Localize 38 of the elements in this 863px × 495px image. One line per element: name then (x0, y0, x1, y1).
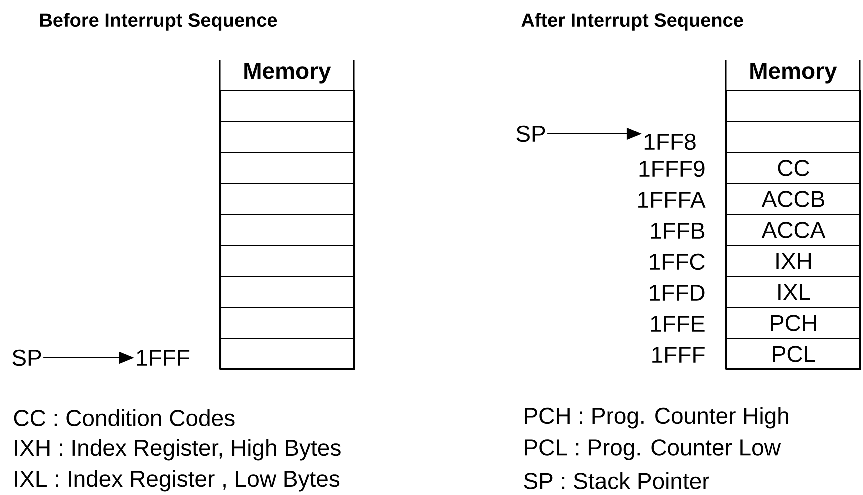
memory-cell (726, 121, 862, 154)
memory-cell: PCL (726, 338, 862, 370)
memory-cell (220, 276, 356, 308)
memory-cell: IXH (726, 245, 862, 278)
section-title: After Interrupt Sequence (522, 13, 744, 31)
address-label: 1FFE (651, 316, 705, 332)
memory-stack: Memory (219, 60, 355, 370)
memory-cell (220, 338, 356, 370)
pointer-label: 1FF8 (644, 134, 696, 150)
memory-cell: IXL (726, 276, 862, 308)
memory-cell (220, 152, 356, 184)
address-label: 1FFFA (638, 192, 706, 208)
address-label: 1FFB (651, 223, 705, 239)
memory-cell (220, 121, 356, 154)
address-label: 1FFF9 (640, 160, 705, 178)
abbreviation-note: PCH : Prog. Counter High (525, 407, 788, 429)
memory-cell: PCH (726, 307, 862, 340)
abbreviation-note: IXH : Index Register, High Bytes (15, 439, 341, 461)
address-label: 1FFD (650, 285, 705, 301)
pointer-label: SP (12, 350, 42, 366)
address-label: 1FFC (650, 254, 705, 270)
memory-cell (726, 90, 862, 122)
memory-cell: ACCB (726, 183, 862, 216)
abbreviation-note: SP : Stack Pointer (524, 472, 710, 490)
memory-cell (220, 214, 356, 246)
pointer-label: SP (516, 126, 546, 142)
abbreviation-note: CC : Condition Codes (14, 410, 235, 426)
memory-cell (220, 183, 356, 216)
memory-cell (220, 307, 356, 340)
abbreviation-note: IXL : Index Register , Low Bytes (15, 470, 340, 492)
memory-cell (220, 245, 356, 278)
pointer-label: 1FFF (137, 350, 190, 366)
memory-cell: CC (726, 152, 862, 184)
section-title: Before Interrupt Sequence (40, 13, 278, 31)
address-label: 1FFF (652, 347, 705, 363)
memory-cell (220, 90, 356, 122)
abbreviation-note: PCL : Prog. Counter Low (525, 440, 782, 460)
memory-cell: ACCA (726, 214, 862, 246)
